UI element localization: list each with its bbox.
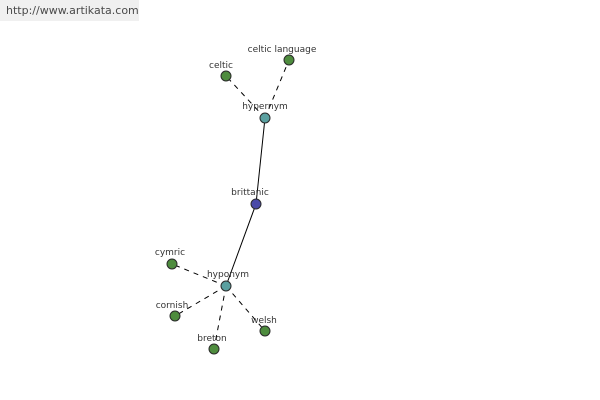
node-celtic[interactable]: celtic xyxy=(209,61,233,82)
node-label-welsh[interactable]: welsh xyxy=(251,316,277,326)
node-cornish[interactable]: cornish xyxy=(156,301,189,322)
node-dot-welsh[interactable] xyxy=(259,325,271,337)
node-hyponym[interactable]: hyponym xyxy=(207,270,249,292)
node-dot-hypernym[interactable] xyxy=(259,112,271,124)
edge-brittanic-hyponym xyxy=(225,203,257,287)
node-dot-brittanic[interactable] xyxy=(250,198,262,210)
node-hypernym[interactable]: hypernym xyxy=(242,102,288,124)
node-label-hyponym[interactable]: hyponym xyxy=(207,270,249,280)
watermark-url[interactable]: http://www.artikata.com xyxy=(0,0,139,21)
node-breton[interactable]: breton xyxy=(197,334,227,355)
node-dot-hyponym[interactable] xyxy=(220,280,232,292)
edge-hyponym-breton xyxy=(213,285,227,350)
node-brittanic[interactable]: brittanic xyxy=(231,188,269,210)
node-label-cymric[interactable]: cymric xyxy=(155,248,185,258)
node-dot-celtic-language[interactable] xyxy=(283,54,295,66)
node-label-hypernym[interactable]: hypernym xyxy=(242,102,288,112)
node-dot-cornish[interactable] xyxy=(169,310,181,322)
node-dot-breton[interactable] xyxy=(208,343,220,355)
node-dot-cymric[interactable] xyxy=(166,258,178,270)
node-label-breton[interactable]: breton xyxy=(197,334,227,344)
node-label-celtic-language[interactable]: celtic language xyxy=(248,45,317,55)
nodes-layer: brittanic hypernym hyponym celtic celtic lan… xyxy=(155,45,317,355)
edge-hypernym-celtic-language xyxy=(264,59,290,119)
node-label-brittanic[interactable]: brittanic xyxy=(231,188,269,198)
edges-layer xyxy=(171,59,290,350)
node-welsh[interactable]: welsh xyxy=(251,316,277,337)
node-label-cornish[interactable]: cornish xyxy=(156,301,189,311)
node-celtic-language[interactable]: celtic language xyxy=(248,45,317,66)
node-cymric[interactable]: cymric xyxy=(155,248,185,270)
node-label-celtic[interactable]: celtic xyxy=(209,61,233,71)
edge-brittanic-hypernym xyxy=(255,117,266,205)
node-dot-celtic[interactable] xyxy=(220,70,232,82)
